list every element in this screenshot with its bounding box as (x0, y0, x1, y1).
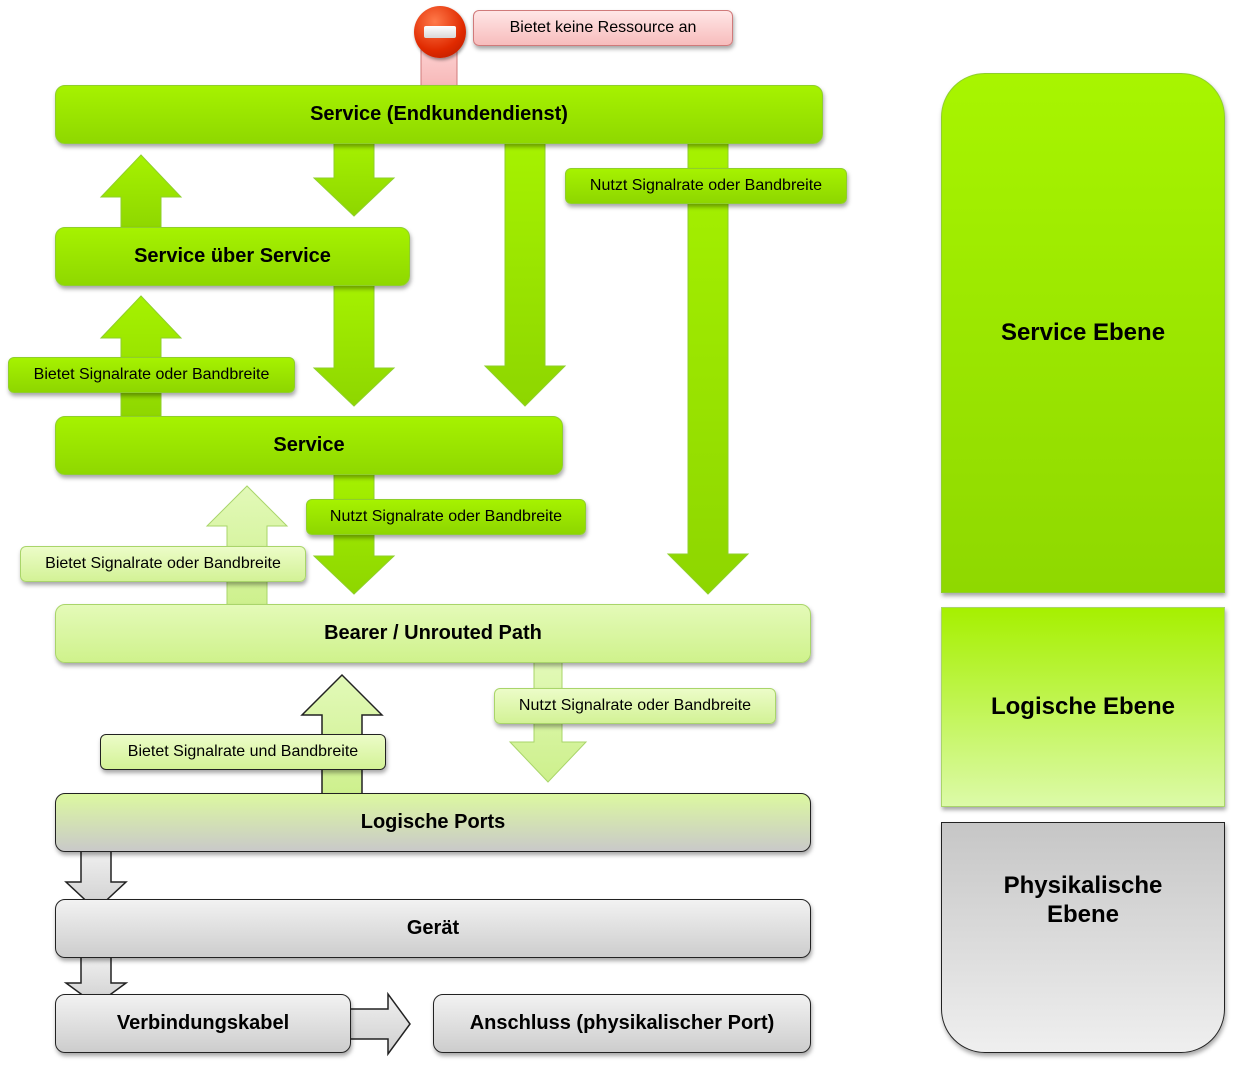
arrow-down-endkunde-to-service (483, 139, 567, 407)
arrow-right-kabel-to-anschluss (347, 991, 411, 1057)
edge-label-nutzt-bearer-to-ports: Nutzt Signalrate oder Bandbreite (494, 688, 776, 724)
edge-label-nutzt-top-right: Nutzt Signalrate oder Bandbreite (565, 168, 847, 204)
layer-physikalische-line-1: Physikalische (1003, 872, 1163, 899)
edge-label-bietet-bearer-to-service: Bietet Signalrate oder Bandbreite (20, 546, 306, 582)
layer-physikalische-line-2: Ebene (1046, 901, 1119, 928)
node-service-ueber-service[interactable]: Service über Service (55, 227, 410, 286)
layer-physikalische-ebene: Physikalische Ebene (941, 822, 1225, 1053)
arrow-down-ports-to-geraet (64, 849, 128, 912)
edge-label-bietet-service-to-sus: Bietet Signalrate oder Bandbreite (8, 357, 295, 393)
node-verbindungskabel[interactable]: Verbindungskabel (55, 994, 351, 1053)
node-service[interactable]: Service (55, 416, 563, 475)
node-geraet[interactable]: Gerät (55, 899, 811, 958)
arrow-down-sus-to-service (312, 281, 396, 407)
layer-service-ebene: Service Ebene (941, 73, 1225, 593)
edge-label-bietet-ports-to-bearer: Bietet Signalrate und Bandbreite (100, 734, 386, 770)
layer-logische-ebene: Logische Ebene (941, 607, 1225, 807)
node-anschluss[interactable]: Anschluss (physikalischer Port) (433, 994, 811, 1053)
no-resource-label: Bietet keine Ressource an (473, 10, 733, 46)
arrow-down-endkunde-to-bearer (666, 139, 750, 595)
edge-label-nutzt-service-to-bearer: Nutzt Signalrate oder Bandbreite (306, 499, 586, 535)
no-entry-icon (414, 6, 466, 58)
arrow-down-endkunde-to-sus (312, 139, 396, 217)
node-bearer-unrouted-path[interactable]: Bearer / Unrouted Path (55, 604, 811, 663)
node-logische-ports[interactable]: Logische Ports (55, 793, 811, 852)
node-service-endkundendienst[interactable]: Service (Endkundendienst) (55, 85, 823, 144)
arrow-up-sus-to-endkunde (99, 154, 183, 231)
